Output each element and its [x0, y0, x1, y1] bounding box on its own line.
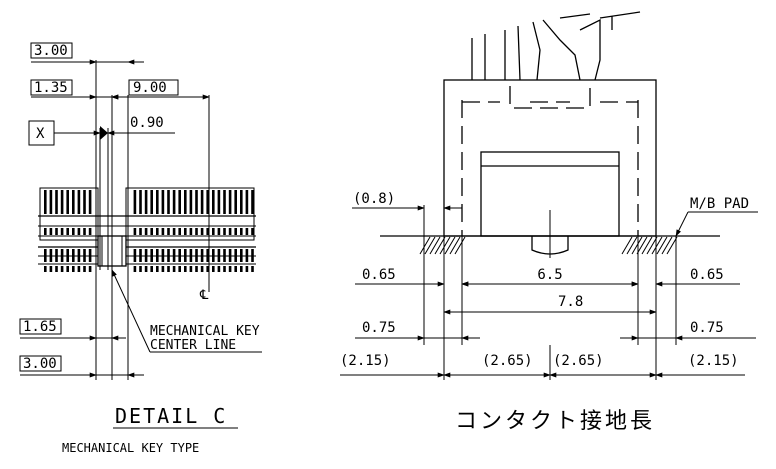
dim-0-75-right: 0.75 [690, 320, 724, 336]
dim-box-1-35 [30, 79, 73, 96]
dim-2-65-left: (2.65) [482, 353, 533, 369]
dim-3-00-bottom: 3.00 [23, 356, 57, 372]
dim-1-35: 1.35 [34, 80, 68, 96]
dim-6-5: 6.5 [537, 267, 562, 283]
dim-2-65-right: (2.65) [553, 353, 604, 369]
dim-box-9-00 [128, 79, 179, 96]
dim-9-00: 9.00 [133, 80, 167, 96]
dim-2-15-right: (2.15) [688, 353, 739, 369]
contact-leads [471, 11, 641, 81]
key-label-line2: CENTER LINE [150, 338, 236, 353]
dim-3-00-top: 3.00 [34, 43, 68, 59]
key-label-line1: MECHANICAL KEY [150, 324, 260, 339]
dim-box-1-65 [19, 318, 62, 335]
dim-1-65: 1.65 [23, 319, 57, 335]
dim-2-15-left: (2.15) [340, 353, 391, 369]
detail-c-view: 3.00 1.35 9.00 X 0.90 ℄ MECHANICAL KEY C… [19, 42, 262, 455]
dim-0-75-left: 0.75 [362, 320, 396, 336]
datum-x: X [36, 126, 45, 142]
detail-c-subtitle: MECHANICAL KEY TYPE [62, 441, 199, 455]
hatch-right-pad [621, 236, 678, 255]
dim-box-3-00-top [30, 42, 73, 59]
connector-pin-array [38, 187, 256, 272]
contact-length-view: (0.8) M/B PAD 0.65 6.5 0.65 7.8 0.75 0 [340, 11, 758, 434]
dim-7-8: 7.8 [558, 294, 583, 310]
dim-0-8: (0.8) [353, 191, 395, 207]
hatch-left-pad [419, 236, 466, 255]
dim-box-3-00-bottom [19, 355, 62, 372]
dim-0-90: 0.90 [130, 115, 164, 131]
dim-0-65-left: 0.65 [362, 267, 396, 283]
centerline-symbol: ℄ [199, 288, 209, 303]
mb-pad-label: M/B PAD [690, 196, 749, 212]
contact-length-title: コンタクト接地長 [455, 409, 655, 434]
detail-c-title: DETAIL C [115, 404, 227, 428]
dim-0-65-right: 0.65 [690, 267, 724, 283]
